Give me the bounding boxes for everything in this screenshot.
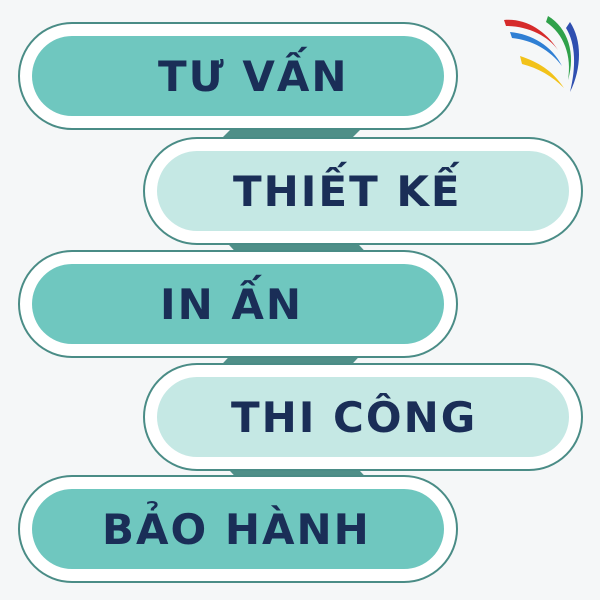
step-thi-cong: THI CÔNG: [143, 363, 583, 471]
step-label: TƯ VẤN: [158, 51, 349, 101]
step-in-an: IN ẤN: [18, 250, 458, 358]
step-label: THI CÔNG: [231, 392, 478, 442]
step-label: IN ẤN: [160, 279, 304, 329]
step-label: THIẾT KẾ: [233, 166, 462, 216]
step-label: BẢO HÀNH: [102, 504, 371, 554]
step-tu-van: TƯ VẤN: [18, 22, 458, 130]
swoosh-logo-icon: [504, 16, 579, 92]
step-thiet-ke: THIẾT KẾ: [143, 137, 583, 245]
step-bao-hanh: BẢO HÀNH: [18, 475, 458, 583]
